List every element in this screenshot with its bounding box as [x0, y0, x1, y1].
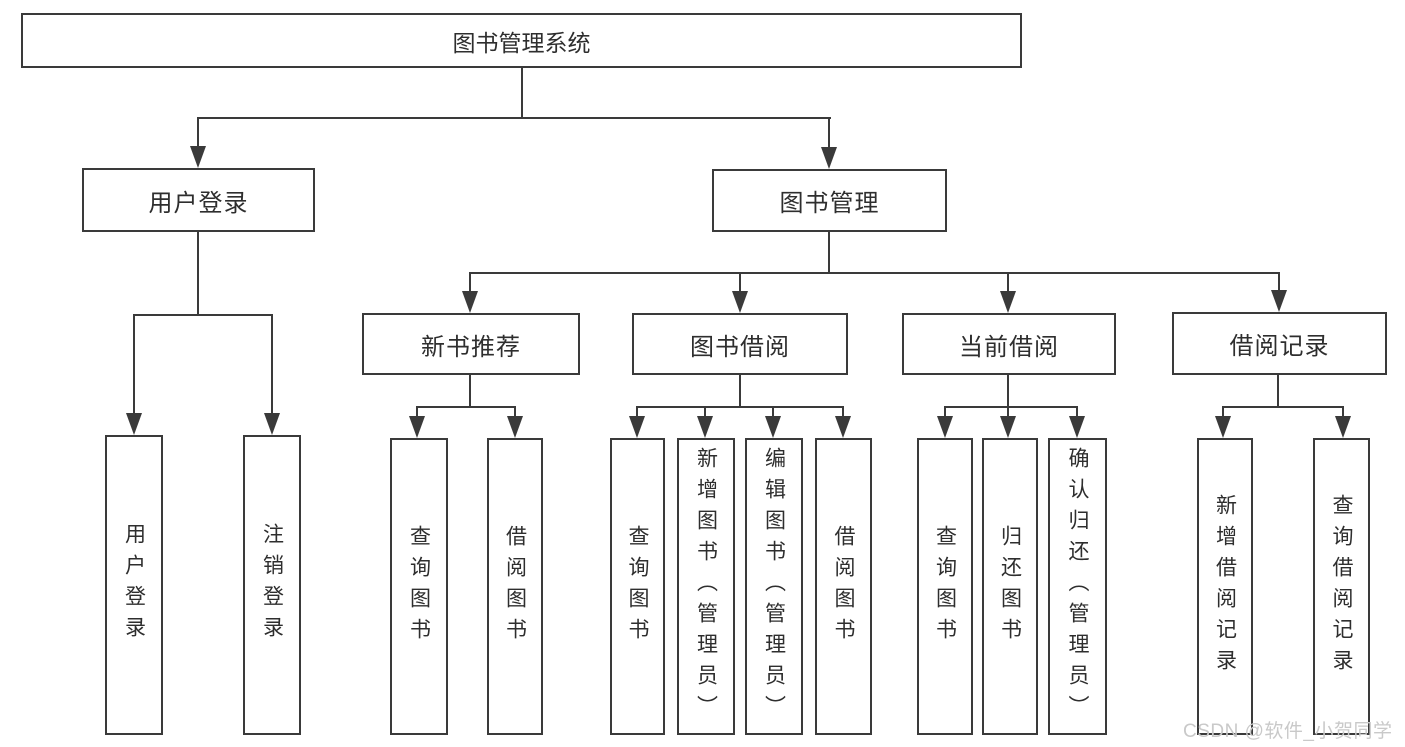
- connector-vline: [197, 232, 199, 316]
- node-borrow-records-label: 借阅记录: [1229, 333, 1330, 360]
- connector-vline: [739, 272, 741, 294]
- leaf-cb-confirm-return-admin-label: 确认归还（管理员）: [1066, 447, 1089, 726]
- connector-vline: [1222, 406, 1224, 420]
- arrowhead-down-icon: [264, 413, 280, 435]
- connector-vline: [1277, 375, 1279, 408]
- arrowhead-down-icon: [821, 147, 837, 169]
- leaf-nbr-query-books-label: 查询图书: [407, 524, 431, 649]
- leaf-bb-borrow-books-label: 借阅图书: [832, 524, 855, 649]
- connector-vline: [772, 406, 774, 420]
- connector-vline: [828, 232, 830, 274]
- leaf-bb-add-books-admin-label: 新增图书（管理员）: [694, 447, 718, 726]
- arrowhead-down-icon: [732, 291, 748, 313]
- node-book-borrow-label: 图书借阅: [690, 333, 790, 361]
- leaf-bb-borrow-books: 借阅图书: [815, 438, 872, 735]
- arrowhead-down-icon: [126, 413, 142, 435]
- leaf-user-login: 用户登录: [105, 435, 163, 735]
- connector-vline: [636, 406, 638, 420]
- arrowhead-down-icon: [190, 146, 206, 168]
- arrowhead-down-icon: [409, 416, 425, 438]
- connector-vline: [1007, 375, 1009, 408]
- connector-hline: [469, 272, 1280, 274]
- connector-vline: [514, 406, 516, 420]
- connector-vline: [828, 117, 830, 148]
- leaf-bb-query-books-label: 查询图书: [626, 524, 649, 649]
- node-borrow-records: 借阅记录: [1172, 312, 1387, 375]
- node-user-login-label: 用户登录: [148, 189, 249, 217]
- leaf-br-add-record: 新增借阅记录: [1197, 438, 1253, 735]
- connector-vline: [1007, 406, 1009, 420]
- node-book-management-label: 图书管理: [779, 190, 880, 217]
- arrowhead-down-icon: [629, 416, 645, 438]
- connector-hline: [1222, 406, 1344, 408]
- connector-vline: [469, 272, 471, 294]
- arrowhead-down-icon: [462, 291, 478, 313]
- leaf-nbr-query-books: 查询图书: [390, 438, 448, 735]
- connector-vline: [469, 375, 471, 408]
- connector-vline: [1278, 272, 1280, 294]
- connector-hline: [133, 314, 273, 316]
- leaf-cb-query-books: 查询图书: [917, 438, 973, 735]
- leaf-logout-label: 注销登录: [260, 523, 284, 647]
- arrowhead-down-icon: [835, 416, 851, 438]
- connector-hline: [944, 406, 1078, 408]
- connector-vline: [1007, 272, 1009, 294]
- arrowhead-down-icon: [1000, 291, 1016, 313]
- leaf-cb-return-books: 归还图书: [982, 438, 1038, 735]
- connector-vline: [944, 406, 946, 420]
- arrowhead-down-icon: [765, 416, 781, 438]
- node-current-borrow-label: 当前借阅: [959, 333, 1059, 361]
- leaf-nbr-borrow-books-label: 借阅图书: [503, 524, 527, 649]
- leaf-br-query-record-label: 查询借阅记录: [1330, 493, 1353, 680]
- leaf-user-login-label: 用户登录: [122, 523, 146, 647]
- connector-vline: [133, 314, 135, 416]
- connector-hline: [197, 117, 831, 119]
- leaf-bb-edit-books-admin-label: 编辑图书（管理员）: [762, 447, 786, 726]
- leaf-cb-confirm-return-admin: 确认归还（管理员）: [1048, 438, 1107, 735]
- leaf-logout: 注销登录: [243, 435, 301, 735]
- node-new-book-recommend: 新书推荐: [362, 313, 580, 375]
- arrowhead-down-icon: [1271, 290, 1287, 312]
- arrowhead-down-icon: [1335, 416, 1351, 438]
- node-new-book-recommend-label: 新书推荐: [421, 333, 521, 361]
- connector-vline: [704, 406, 706, 420]
- arrowhead-down-icon: [507, 416, 523, 438]
- arrowhead-down-icon: [1000, 416, 1016, 438]
- connector-vline: [521, 68, 523, 118]
- connector-vline: [197, 117, 199, 148]
- leaf-bb-edit-books-admin: 编辑图书（管理员）: [745, 438, 803, 735]
- arrowhead-down-icon: [697, 416, 713, 438]
- leaf-nbr-borrow-books: 借阅图书: [487, 438, 543, 735]
- connector-vline: [416, 406, 418, 420]
- connector-vline: [1076, 406, 1078, 420]
- connector-hline: [416, 406, 516, 408]
- leaf-cb-return-books-label: 归还图书: [998, 524, 1022, 649]
- node-book-management: 图书管理: [712, 169, 947, 232]
- node-current-borrow: 当前借阅: [902, 313, 1116, 375]
- connector-vline: [271, 314, 273, 416]
- connector-vline: [739, 375, 741, 408]
- leaf-bb-add-books-admin: 新增图书（管理员）: [677, 438, 735, 735]
- node-user-login: 用户登录: [82, 168, 315, 232]
- leaf-bb-query-books: 查询图书: [610, 438, 665, 735]
- leaf-br-query-record: 查询借阅记录: [1313, 438, 1370, 735]
- leaf-cb-query-books-label: 查询图书: [933, 524, 957, 649]
- arrowhead-down-icon: [937, 416, 953, 438]
- connector-hline: [636, 406, 844, 408]
- arrowhead-down-icon: [1215, 416, 1231, 438]
- connector-vline: [842, 406, 844, 420]
- arrowhead-down-icon: [1069, 416, 1085, 438]
- node-book-borrow: 图书借阅: [632, 313, 848, 375]
- connector-vline: [1342, 406, 1344, 420]
- node-root-label: 图书管理系统: [452, 29, 591, 56]
- watermark: CSDN @软件_小贺同学: [1183, 721, 1393, 742]
- leaf-br-add-record-label: 新增借阅记录: [1213, 493, 1237, 680]
- node-root: 图书管理系统: [21, 13, 1022, 68]
